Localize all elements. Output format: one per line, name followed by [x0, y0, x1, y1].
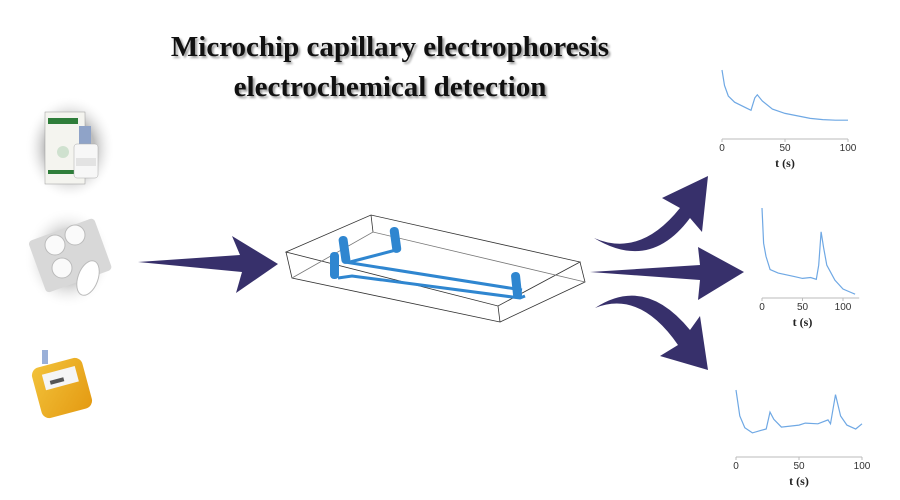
- x-tick-label: 100: [835, 302, 852, 313]
- x-tick-label: 50: [797, 302, 809, 313]
- trace-line: [721, 69, 848, 121]
- title-line-2: electrochemical detection: [233, 71, 547, 103]
- input-arrow: [138, 236, 278, 293]
- x-tick-label: 0: [719, 143, 725, 154]
- x-tick-label: 50: [779, 143, 791, 154]
- microchip: [284, 214, 586, 323]
- trace-line: [735, 389, 863, 434]
- output-arrow-down: [595, 295, 708, 370]
- microchip-channels: [330, 226, 526, 300]
- x-tick-label: 0: [733, 461, 739, 472]
- x-axis-label: t (s): [793, 315, 813, 329]
- x-axis-label: t (s): [789, 474, 809, 488]
- title-line-1: Microchip capillary electrophoresis: [170, 31, 610, 63]
- output-arrow-up: [594, 176, 708, 252]
- x-axis-label: t (s): [775, 156, 795, 170]
- x-tick-label: 0: [759, 302, 765, 313]
- trace-line: [761, 207, 856, 295]
- sample-image-eye-drops: [25, 96, 115, 200]
- sample-image-tablets: [24, 208, 112, 308]
- chromatogram-1: 0 50 100 t (s): [719, 69, 857, 170]
- x-tick-label: 50: [793, 461, 805, 472]
- sample-image-infusion-bag: [31, 350, 93, 419]
- chromatogram-2: 0 50 100 t (s): [759, 207, 860, 329]
- x-tick-label: 100: [854, 461, 871, 472]
- x-tick-label: 100: [840, 143, 857, 154]
- chromatogram-3: 0 50 100 t (s): [733, 389, 871, 488]
- output-arrow-middle: [590, 247, 744, 300]
